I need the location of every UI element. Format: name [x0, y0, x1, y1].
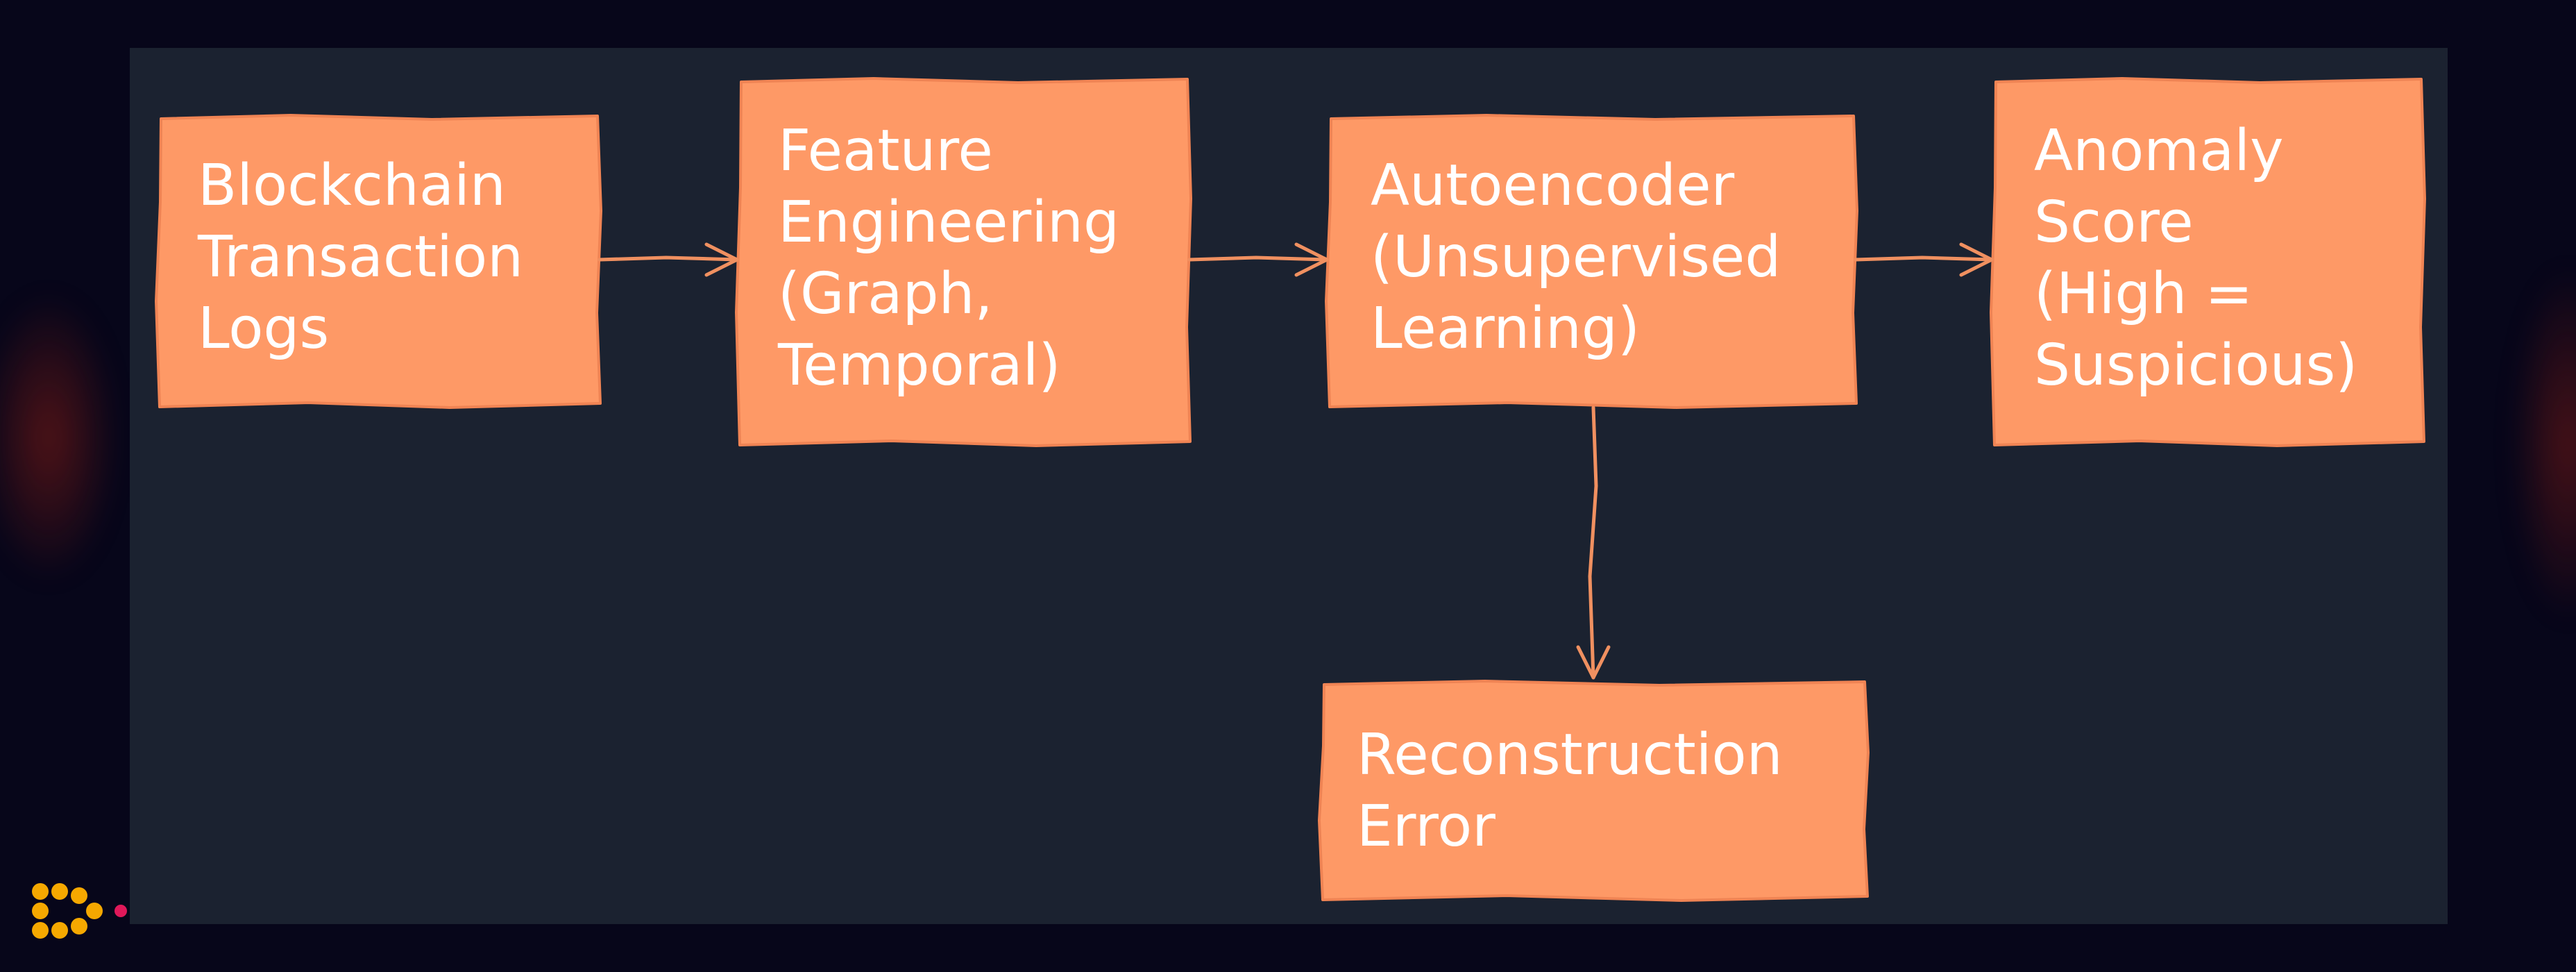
- node-box-logs: [155, 114, 602, 409]
- node-label-line: (Unsupervised: [1371, 224, 1781, 290]
- node-label-line: Suspicious): [2034, 333, 2358, 399]
- node-box-features: [735, 77, 1192, 447]
- edge-autoencoder-to-score: [1854, 242, 1994, 277]
- node-label-line: Transaction: [198, 224, 524, 290]
- node-label-line: Autoencoder: [1371, 153, 1735, 219]
- node-box-score: [1990, 77, 2426, 447]
- edge-line: [598, 255, 739, 262]
- edge-logs-to-features: [598, 242, 739, 277]
- logo-petal: [32, 903, 49, 919]
- logo-petal: [71, 887, 87, 904]
- node-label-line: Reconstruction: [1357, 722, 1783, 788]
- logo-petal: [86, 903, 103, 919]
- node-label-line: Learning): [1371, 296, 1640, 362]
- arrowhead-icon: [1576, 645, 1611, 680]
- node-label-line: Error: [1357, 794, 1495, 860]
- arrowhead-icon: [1959, 242, 1994, 277]
- logo-petal: [51, 922, 68, 939]
- brand-logo-icon: [32, 883, 127, 939]
- node-label-line: Engineering: [778, 190, 1119, 255]
- logo-petal: [71, 918, 87, 935]
- logo-petal: [32, 922, 49, 939]
- node-label-line: Logs: [198, 296, 330, 362]
- edge-line: [1187, 255, 1329, 262]
- node-label-line: (Graph,: [778, 261, 993, 327]
- node-box-error: [1318, 680, 1870, 902]
- node-label-line: Anomaly: [2034, 118, 2284, 184]
- edge-autoencoder-to-error: [1576, 405, 1611, 680]
- logo-petal: [51, 883, 68, 900]
- node-label-line: (High =: [2034, 261, 2253, 327]
- node-box-autoencoder: [1325, 114, 1858, 409]
- edge-features-to-autoencoder: [1187, 242, 1329, 277]
- logo-dot: [115, 905, 127, 917]
- node-label-line: Feature: [778, 118, 993, 184]
- arrowhead-icon: [1294, 242, 1329, 277]
- brand-logo: [25, 876, 136, 946]
- node-label-line: Temporal): [778, 333, 1061, 399]
- edge-line: [1588, 405, 1598, 680]
- logo-petal: [32, 883, 49, 900]
- left-glow-decoration: [0, 292, 118, 583]
- edge-line: [1854, 255, 1994, 262]
- arrowhead-icon: [704, 242, 739, 277]
- node-label-line: Blockchain: [198, 153, 506, 219]
- node-label-line: Score: [2034, 190, 2194, 255]
